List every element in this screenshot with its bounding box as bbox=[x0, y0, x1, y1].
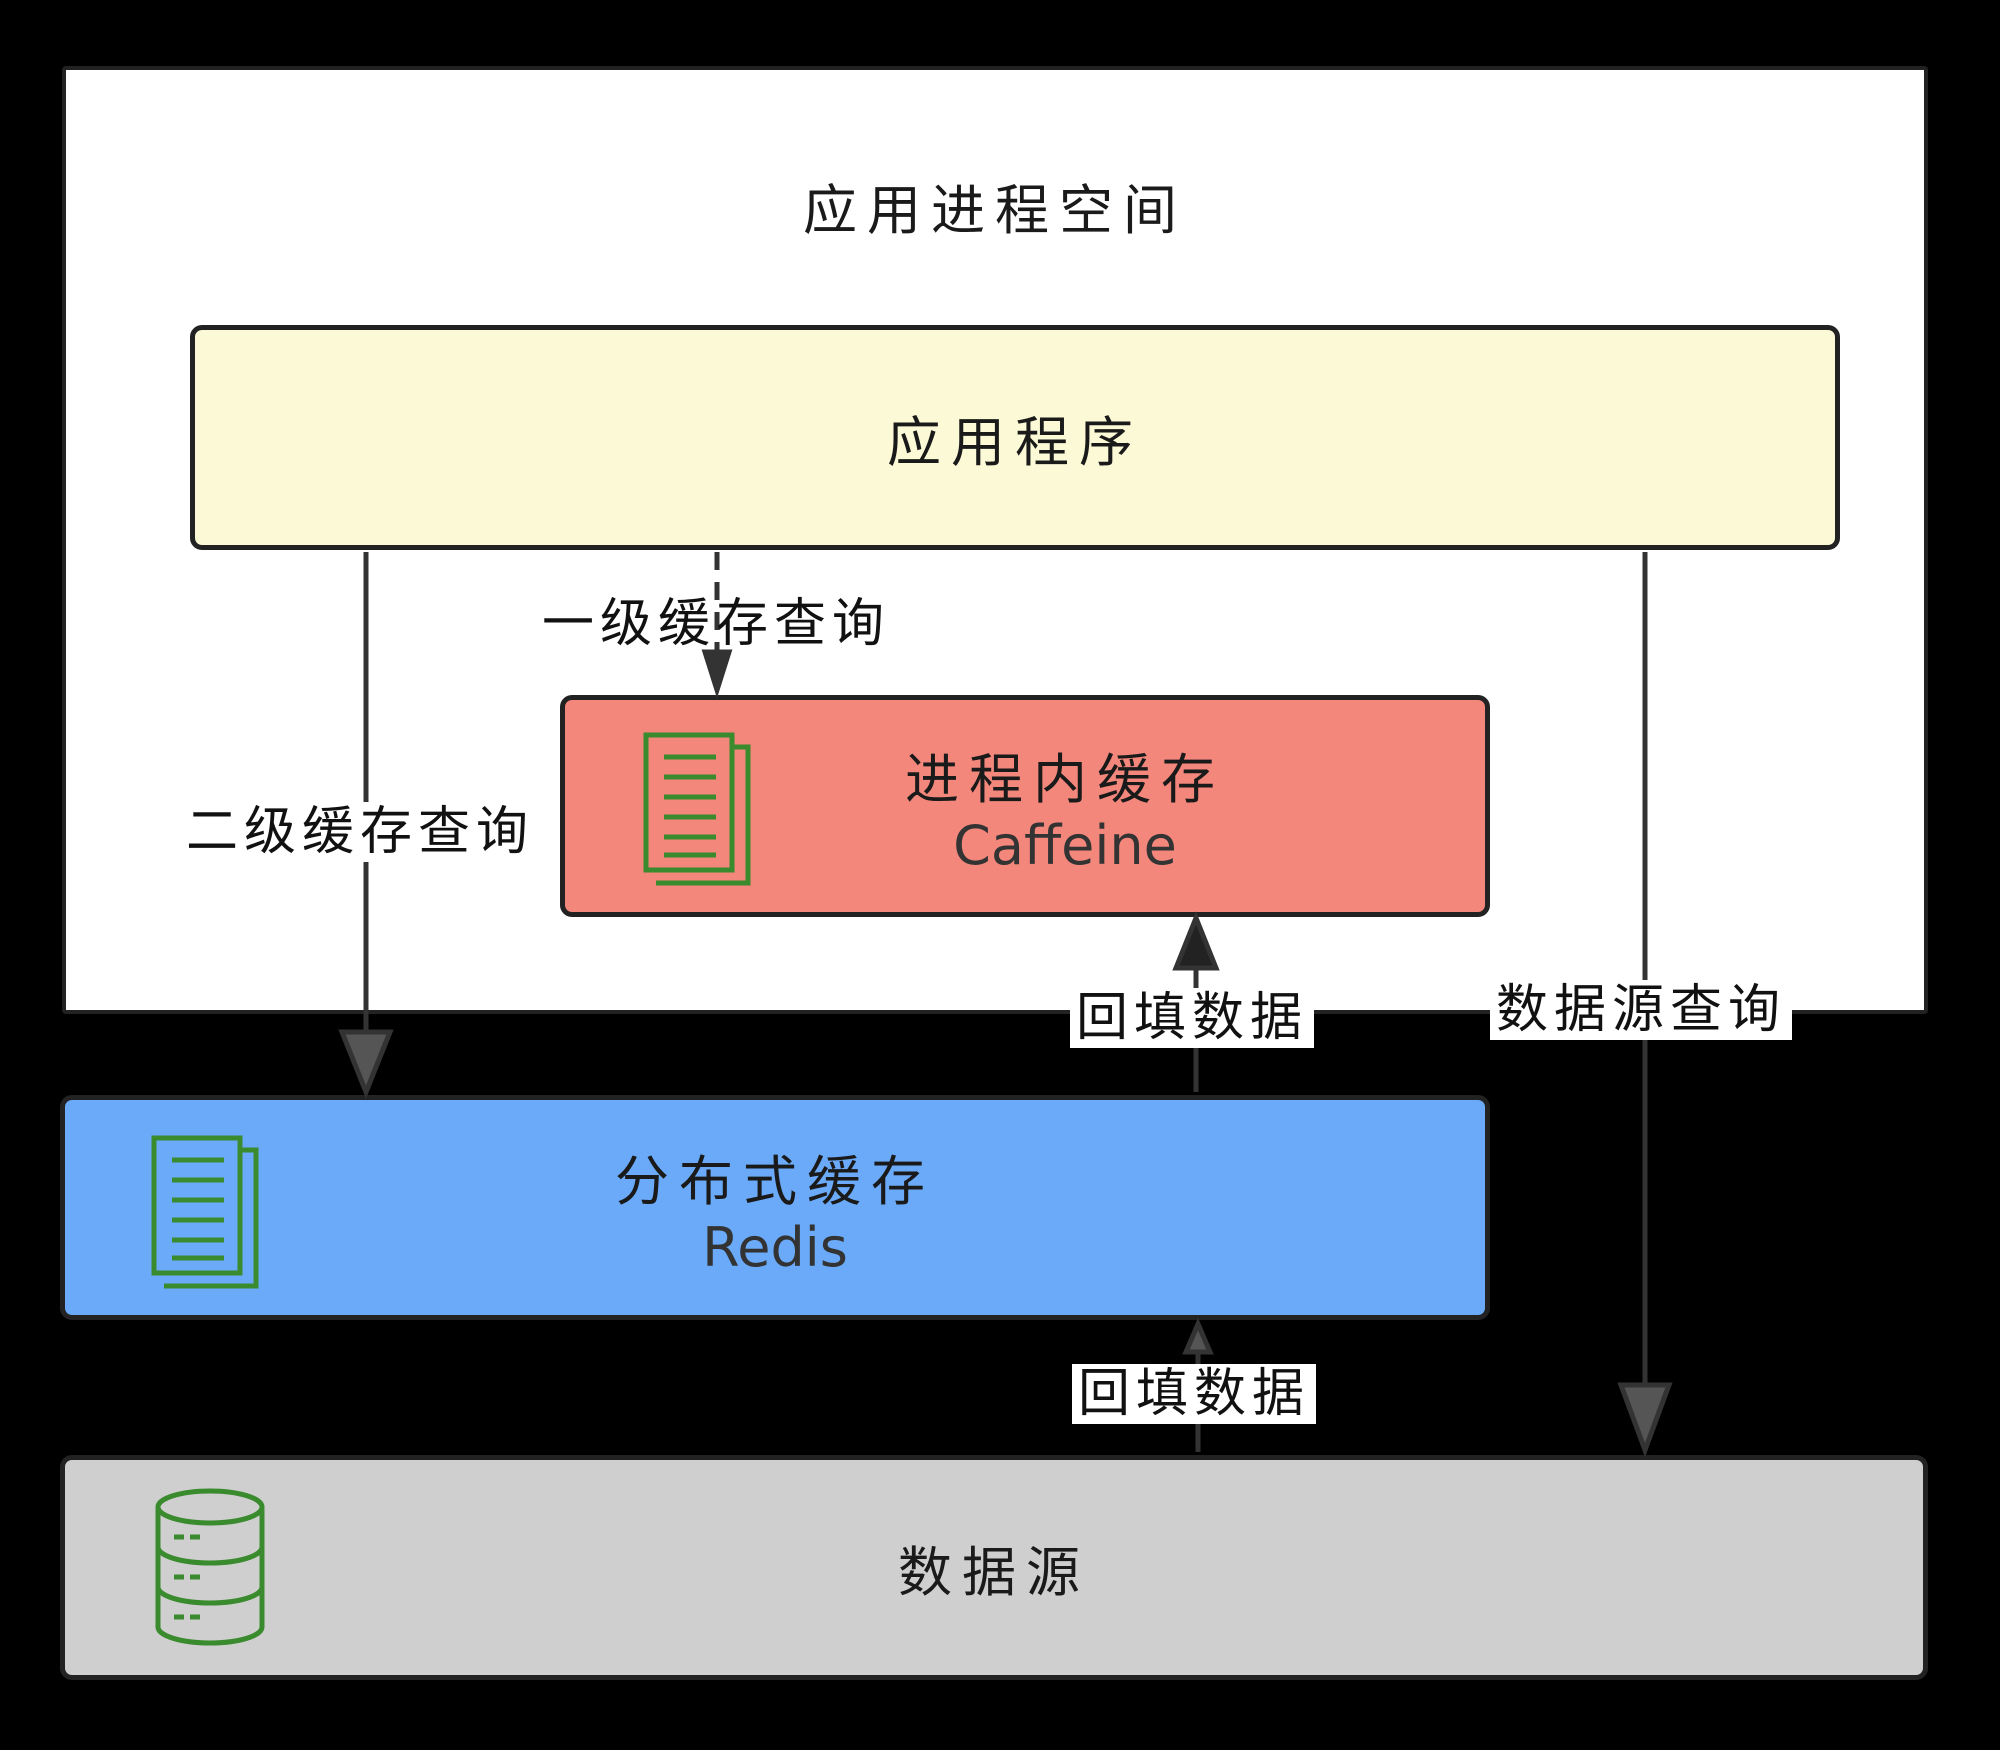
l1-query-arrowhead bbox=[701, 649, 733, 699]
database-icon bbox=[155, 1488, 265, 1646]
data-source-box[interactable]: 数据源 bbox=[60, 1455, 1928, 1680]
backfill-local-arrowhead bbox=[1172, 911, 1220, 971]
l1-query-label: 一级缓存查询 bbox=[542, 594, 891, 654]
local-cache-box[interactable]: 进程内缓存 Caffeine bbox=[560, 695, 1490, 917]
process-space-label: 应用进程空间 bbox=[803, 179, 1187, 242]
l2-query-arrowhead bbox=[338, 1029, 394, 1099]
distributed-cache-box[interactable]: 分布式缓存 Redis bbox=[60, 1095, 1490, 1320]
l2-query-label: 二级缓存查询 bbox=[180, 802, 541, 862]
data-source-label: 数据源 bbox=[898, 1541, 1090, 1604]
local-cache-tech: Caffeine bbox=[953, 814, 1177, 877]
backfill-distributed-arrowhead bbox=[1182, 1317, 1214, 1355]
document-stack-icon bbox=[151, 1135, 259, 1289]
source-query-arrowhead bbox=[1617, 1382, 1673, 1458]
local-cache-label: 进程内缓存 bbox=[905, 748, 1225, 811]
source-query-label: 数据源查询 bbox=[1490, 980, 1793, 1040]
application-label: 应用程序 bbox=[887, 411, 1143, 474]
application-box[interactable]: 应用程序 bbox=[190, 325, 1840, 550]
backfill-distributed-label: 回填数据 bbox=[1072, 1364, 1317, 1424]
backfill-local-label: 回填数据 bbox=[1070, 988, 1315, 1048]
distributed-cache-label: 分布式缓存 bbox=[615, 1149, 935, 1213]
document-stack-icon bbox=[643, 732, 751, 886]
distributed-cache-tech: Redis bbox=[702, 1215, 848, 1279]
